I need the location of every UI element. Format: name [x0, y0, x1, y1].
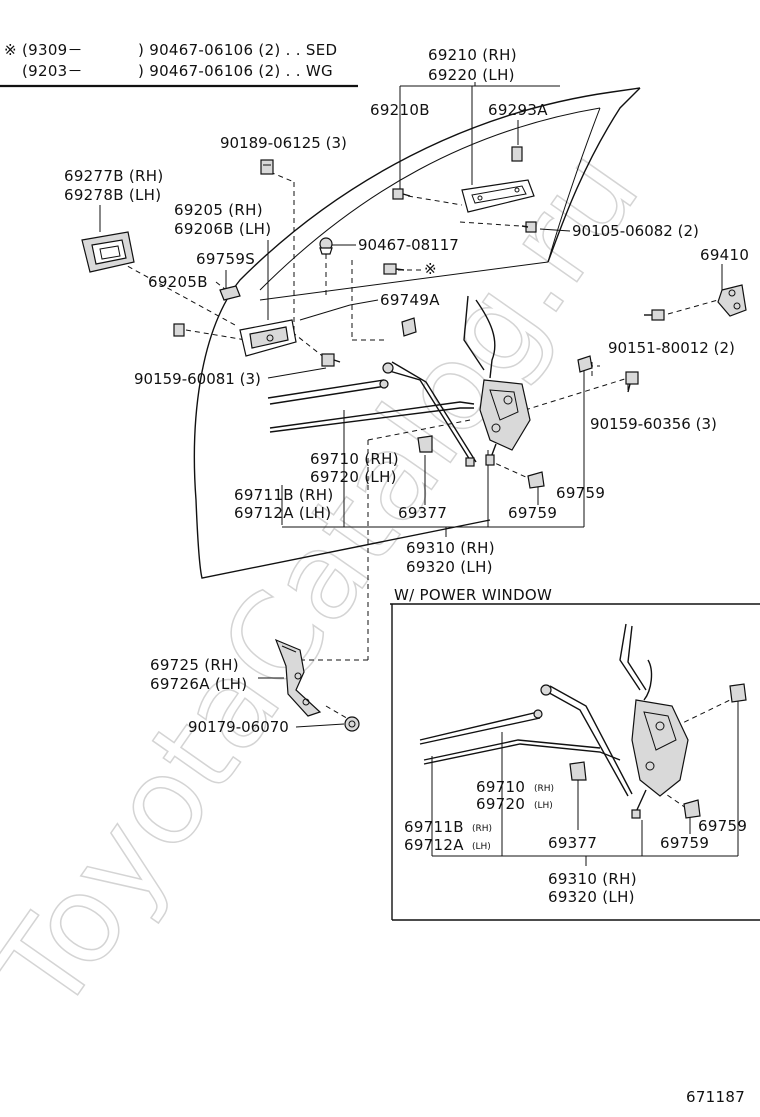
label-90159-a: 90159-60081 (3)	[134, 370, 261, 388]
screw-90151	[644, 309, 665, 321]
inset-door-lock	[619, 623, 689, 819]
inset-label-69320: 69320 (LH)	[548, 888, 635, 906]
label-90189: 90189-06125 (3)	[220, 134, 347, 152]
header-row2-part: ) 90467-06106 (2) . . WG	[138, 62, 333, 80]
clip-90189	[260, 159, 274, 175]
inset-label-69377: 69377	[548, 834, 597, 852]
label-69726A: 69726A (LH)	[150, 675, 247, 693]
clip-69759-upper	[577, 355, 593, 373]
label-69205: 69205 (RH)	[174, 201, 263, 219]
label-69206B: 69206B (LH)	[174, 220, 271, 238]
door-lock-69310	[463, 295, 531, 466]
label-69725: 69725 (RH)	[150, 656, 239, 674]
label-69720: 69720 (LH)	[310, 468, 397, 486]
label-90151: 90151-80012 (2)	[608, 339, 735, 357]
inset-clip-69759-b	[683, 799, 701, 819]
inset-title: W/ POWER WINDOW	[394, 586, 552, 604]
clip-69759S	[219, 285, 241, 301]
inset-label-69310: 69310 (RH)	[548, 870, 637, 888]
inset-clip-69377	[569, 761, 587, 781]
clip-69759-lower	[527, 471, 545, 489]
label-69205B: 69205B	[148, 273, 208, 291]
inset-label-69712A: 69712A	[404, 836, 464, 854]
inset-label-69720: 69720	[476, 795, 525, 813]
label-69310: 69310 (RH)	[406, 539, 495, 557]
label-69759-b: 69759	[508, 504, 557, 522]
parts-main	[81, 146, 747, 732]
screw-star	[383, 263, 405, 275]
screw-90159-60081	[321, 353, 341, 367]
diagram-number: 671187	[686, 1088, 745, 1106]
label-69712A: 69712A (LH)	[234, 504, 331, 522]
screw-69205B	[173, 323, 185, 337]
label-69749A: 69749A	[380, 291, 440, 309]
label-69711B: 69711B (RH)	[234, 486, 333, 504]
screw-69210B	[392, 188, 411, 200]
screw-90159-60356	[625, 371, 639, 393]
label-69210: 69210 (RH)	[428, 46, 517, 64]
rods-69711B	[267, 361, 477, 467]
label-90159-b: 90159-60356 (3)	[590, 415, 717, 433]
label-69277B: 69277B (RH)	[64, 167, 163, 185]
label-69410: 69410	[700, 246, 749, 264]
header-row2-date: (9203－	[22, 62, 83, 80]
inset-label-69759-b: 69759	[660, 834, 709, 852]
label-69320: 69320 (LH)	[406, 558, 493, 576]
star-mark: ※	[424, 260, 437, 278]
label-69710: 69710 (RH)	[310, 450, 399, 468]
inset-label-69711B-rh: (RH)	[472, 824, 492, 834]
clip-69377	[417, 435, 433, 453]
door-outline	[193, 87, 641, 579]
remote-69725	[274, 638, 322, 717]
label-69220: 69220 (LH)	[428, 66, 515, 84]
label-69759-a: 69759	[556, 484, 605, 502]
header-note: ※ (9309－ ) 90467-06106 (2) . . SED (9203…	[0, 41, 358, 88]
clip-69749A	[401, 317, 417, 337]
label-69377: 69377	[398, 504, 447, 522]
inset-label-69711B: 69711B	[404, 818, 464, 836]
inset-clip-69759-a	[729, 683, 747, 703]
nut-90179	[344, 716, 360, 732]
label-90179: 90179-06070	[188, 718, 289, 736]
inset-label-69712A-lh: (LH)	[472, 842, 491, 852]
inset-label-69710: 69710	[476, 778, 525, 796]
label-69759S: 69759S	[196, 250, 255, 268]
header-row1-part: ) 90467-06106 (2) . . SED	[138, 41, 337, 59]
inset-label-69759-a: 69759	[698, 817, 747, 835]
label-69293A: 69293A	[488, 101, 548, 119]
clip-90467	[319, 237, 333, 255]
clip-69293A	[511, 146, 523, 162]
escutcheon-69277B	[81, 231, 135, 273]
label-69278B: 69278B (LH)	[64, 186, 161, 204]
header-mark: ※	[4, 41, 17, 59]
striker-69410	[717, 284, 747, 317]
header-row1-date: (9309－	[22, 41, 83, 59]
label-90105: 90105-06082 (2)	[572, 222, 699, 240]
label-90467: 90467-08117	[358, 236, 459, 254]
inside-handle-69205	[239, 319, 297, 357]
inset-label-69710-rh: (RH)	[534, 784, 554, 794]
inset-label-69720-lh: (LH)	[534, 801, 553, 811]
power-window-inset: W/ POWER WINDOW 69710 (RH) 69720 (LH) 69…	[390, 586, 760, 921]
screw-90105	[521, 221, 537, 233]
outside-handle-69210	[461, 179, 535, 213]
